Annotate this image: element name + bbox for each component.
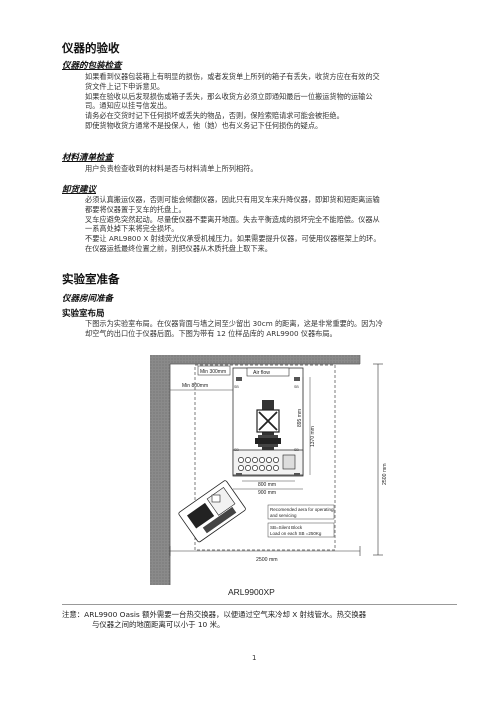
label-sb: SB [234,448,239,452]
silent-block [236,473,242,476]
text-line: 用户负责检查收到的材料是否与材料清单上所列相符。 [85,164,258,173]
text-line: 货文件上记下申诉意见。 [85,81,165,91]
label-dim-2500-horizontal: 2500 mm [256,557,278,563]
heading-unloading: 卸货建议 [62,185,97,195]
diagram-caption: ARL9900XP [228,587,275,597]
left-wall [150,355,170,585]
text-line: 必须认真搬运仪器，否则可能会倾翻仪器，因此只有用叉车来升降仪器，即卸货和短距离运… [85,195,380,204]
top-wall [150,355,360,364]
text-line: 一系高处掉下来将完全损坏。 [85,224,179,234]
silent-block [236,377,242,381]
label-dim-800: 800 mm [258,482,276,488]
text-line: 司。通知应以挂号信发出。 [85,101,172,111]
text-line: 都要将仪器置于叉车的托盘上。 [85,204,186,214]
text-line: 下图示为实验室布局。在仪器背面与墙之间至少留出 30cm 的距离，这是非常重要的… [85,319,383,328]
legend-text: Load on each SB =250Kg [270,531,322,536]
text-line: 叉车应避免突然起动。尽量使仪器不要离开地面。失去平衡造成的损坏完全不能赔偿。仪器… [85,214,380,224]
materials-paragraph: 用户负责检查收到的材料是否与材料清单上所列相符。 [85,164,258,174]
recommended-area-outline [194,364,336,551]
text-line: 却空气的出口位于仪器后面。下图为带有 12 位样品库的 ARL9900 仪器布局… [85,328,337,338]
label-sb: SB [294,448,299,452]
label-dim-2500-vertical: 2500 mm [382,463,388,485]
label-sb: SB [234,385,239,389]
text-line: 如果看到仪器包装箱上有明显的损伤，或者发货单上所列的箱子有丢失，收货方应在有效的… [85,72,380,81]
page-number: 1 [252,654,257,662]
label-dim-1370: 1370 mm [310,426,316,447]
note-line: 与仪器之间的地面距离可以小于 10 米。 [92,620,225,629]
text-line: 不要让 ARL9800 X 射线荧光仪承受机械压力。如果需要提升仪器，可使用仪器… [85,234,381,244]
section-title-lab-preparation: 实验室准备 [62,272,120,286]
section-title-acceptance: 仪器的验收 [62,41,120,55]
heading-packaging-check: 仪器的包装检查 [62,61,122,71]
heading-room-preparation: 仪器房间准备 [62,294,114,304]
label-dim-900: 900 mm [258,490,276,496]
legend-silent-block [267,522,335,538]
text-line: 请务必在交货时记下任何损坏或丢失的物品，否则，保险索赔请求可能会被拒绝。 [85,111,344,121]
workstation [178,480,246,543]
legend-text: Recomended aera for operating [270,507,334,512]
legend-recommended-area [267,504,335,520]
heading-materials-check: 材料清单检查 [62,153,114,163]
layout-paragraph: 下图示为实验室布局。在仪器背面与墙之间至少留出 30cm 的距离，这是非常重要的… [85,319,383,339]
legend-text: SB=Silent Block [270,525,303,530]
label-sb: SB [294,385,299,389]
lab-layout-diagram: Min 300mm Min 800mm Air flow SB SB SB SB… [150,355,388,585]
note-block: 注意：ARL9900 Oasis 额外需要一台热交换器，以便通过空气来冷却 X … [62,610,366,630]
text-line: 在仪器运抵最终位置之前，别把仪器从木质托盘上取下来。 [85,243,272,253]
legend-text: and servicing [270,513,297,518]
unloading-paragraph: 必须认真搬运仪器，否则可能会倾翻仪器，因此只有用叉车来升降仪器，即卸货和短距离运… [85,195,381,254]
text-line: 即使货物收货方通常不是投保人，他（她）也有义务记下任何损伤的疑点。 [85,120,323,130]
silent-block [294,473,300,476]
heading-lab-layout: 实验室布局 [62,309,105,319]
label-min-300: Min 300mm [200,369,226,375]
silent-block [294,377,300,381]
sample-positions [238,457,279,471]
text-line: 如果在验收以后发现损伤或箱子丢失，那么收货方必须立即通知最后一位搬运货物的运输公 [85,91,373,101]
label-min-800: Min 800mm [182,383,208,389]
note-divider [62,604,457,605]
packaging-paragraph: 如果看到仪器包装箱上有明显的损伤，或者发货单上所列的箱子有丢失，收货方应在有效的… [85,72,380,131]
note-line: 注意：ARL9900 Oasis 额外需要一台热交换器，以便通过空气来冷却 X … [62,610,367,619]
label-air-flow: Air flow [253,370,270,376]
label-dim-895: 895 mm [297,409,303,427]
